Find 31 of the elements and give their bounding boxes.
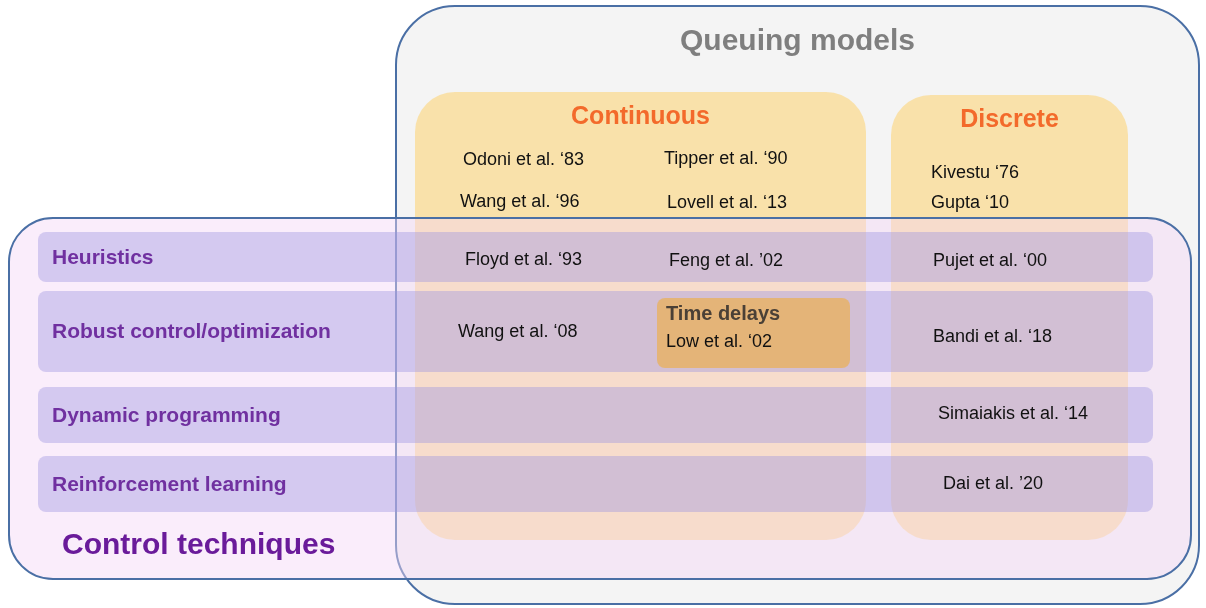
citation: Kivestu ‘76 [931, 161, 1020, 184]
inset-box [657, 298, 850, 368]
citation: Bandi et al. ‘18 [933, 325, 1053, 348]
region-title: Queuing models [680, 22, 915, 58]
technique-label: Heuristics [52, 243, 154, 270]
category-panel [891, 95, 1128, 540]
citation: Tipper et al. ‘90 [664, 147, 788, 170]
technique-band [38, 232, 1153, 282]
citation: Pujet et al. ‘00 [933, 249, 1048, 272]
category-panel [415, 92, 866, 540]
citation: Wang et al. ‘08 [458, 320, 578, 343]
inset-title: Time delays [666, 301, 781, 326]
technique-label: Reinforcement learning [52, 470, 287, 497]
citation: Dai et al. ’20 [943, 472, 1044, 495]
technique-label: Robust control/optimization [52, 318, 331, 345]
category-title: Discrete [960, 103, 1059, 134]
technique-band [38, 387, 1153, 443]
group-region [395, 5, 1200, 605]
citation: Lovell et al. ‘13 [667, 191, 788, 214]
category-title: Continuous [571, 100, 710, 131]
citation: Feng et al. ’02 [669, 249, 784, 272]
technique-band [38, 456, 1153, 512]
citation: Low et al. ‘02 [666, 330, 774, 353]
citation: Floyd et al. ‘93 [465, 248, 583, 271]
citation: Simaiakis et al. ‘14 [938, 402, 1089, 425]
technique-label: Dynamic programming [52, 401, 281, 428]
citation: Wang et al. ‘96 [460, 190, 580, 213]
citation: Odoni et al. ‘83 [463, 148, 585, 171]
region-title: Control techniques [62, 525, 336, 562]
group-region [8, 217, 1192, 580]
citation: Gupta ‘10 [931, 191, 1010, 214]
